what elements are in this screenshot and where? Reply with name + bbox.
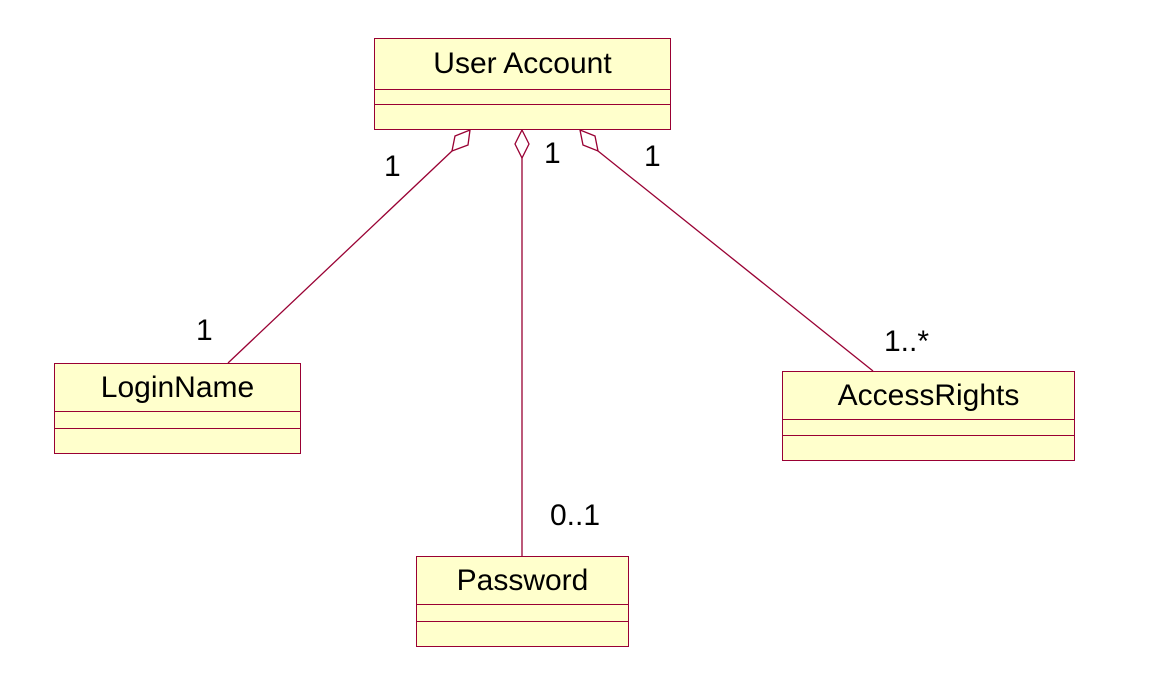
class-name-password: Password	[417, 557, 628, 605]
multiplicity-access-rights-whole: 1	[644, 140, 661, 173]
multiplicity-password-whole: 1	[544, 137, 561, 170]
class-operations-compartment	[375, 105, 670, 129]
class-attributes-compartment	[375, 90, 670, 105]
class-attributes-compartment	[783, 420, 1074, 436]
aggregation-diamond-access-rights	[579, 128, 599, 153]
class-operations-compartment	[417, 622, 628, 646]
class-password[interactable]: Password	[416, 556, 629, 647]
class-operations-compartment	[55, 429, 300, 453]
multiplicity-login-name-part: 1	[196, 314, 213, 347]
multiplicity-access-rights-part: 1..*	[884, 325, 930, 358]
aggregation-diamond-login-name	[451, 128, 471, 153]
class-user-account[interactable]: User Account	[374, 38, 671, 130]
class-login-name[interactable]: LoginName	[54, 363, 301, 454]
class-name-user-account: User Account	[375, 39, 670, 90]
association-line-login-name[interactable]	[227, 150, 453, 364]
class-attributes-compartment	[55, 412, 300, 429]
class-operations-compartment	[783, 436, 1074, 460]
aggregation-diamond-password	[514, 128, 530, 160]
association-line-access-rights[interactable]	[597, 150, 874, 372]
class-attributes-compartment	[417, 605, 628, 622]
multiplicity-login-name-whole: 1	[384, 150, 401, 183]
class-access-rights[interactable]: AccessRights	[782, 371, 1075, 461]
multiplicity-password-part: 0..1	[550, 499, 601, 532]
class-name-login-name: LoginName	[55, 364, 300, 412]
class-name-access-rights: AccessRights	[783, 372, 1074, 420]
